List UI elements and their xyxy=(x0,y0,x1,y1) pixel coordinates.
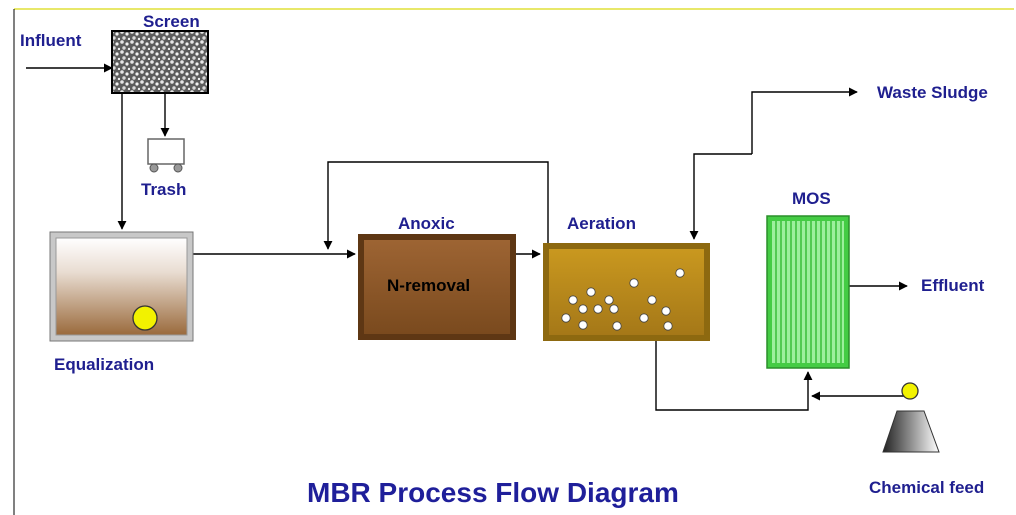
aeration-tank xyxy=(543,243,710,341)
chemical-feed-pump-icon xyxy=(901,382,919,400)
return-sludge-line xyxy=(689,153,752,240)
chemical-feed-line xyxy=(811,391,911,401)
screen-label: Screen xyxy=(143,12,200,31)
screen-unit xyxy=(111,30,209,94)
trash-cart-icon xyxy=(147,138,185,173)
waste-sludge-arrow xyxy=(751,87,858,154)
diagram-title: MBR Process Flow Diagram xyxy=(307,477,679,508)
air-bubbles xyxy=(561,268,685,331)
equalization-tank xyxy=(49,231,194,342)
chemical-feed-label: Chemical feed xyxy=(869,478,985,497)
aeration-label: Aeration xyxy=(567,214,636,233)
trash-label: Trash xyxy=(141,180,187,199)
aeration-to-mos-line xyxy=(655,341,813,411)
influent-label: Influent xyxy=(20,31,82,50)
mos-membrane-module xyxy=(766,215,850,369)
anoxic-label: Anoxic xyxy=(398,214,455,233)
waste-sludge-label: Waste Sludge xyxy=(877,83,988,102)
equalization-pump-icon xyxy=(132,305,158,331)
mos-label: MOS xyxy=(792,189,831,208)
chemical-feed-tank xyxy=(882,382,940,453)
equalization-label: Equalization xyxy=(54,355,155,374)
n-removal-label: N-removal xyxy=(387,276,471,295)
internal-recycle-line xyxy=(323,161,549,250)
effluent-label: Effluent xyxy=(921,276,985,295)
anoxic-tank xyxy=(358,234,516,340)
